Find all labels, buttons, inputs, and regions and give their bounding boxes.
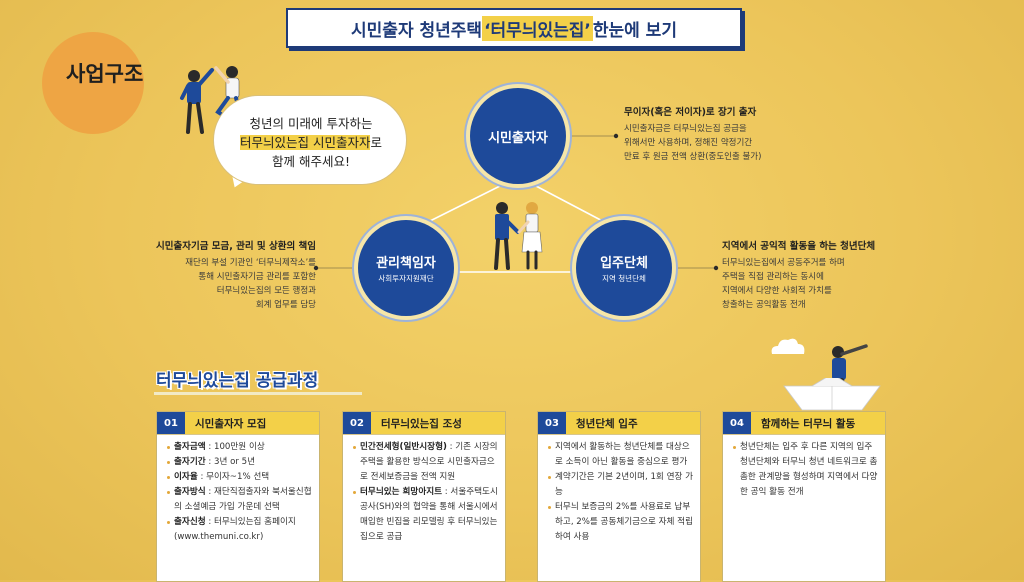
card-body: 민간전세형(일반시장형) : 기존 시장의 주택을 활용한 방식으로 시민출자금…: [343, 435, 505, 545]
citizen-info-body: 시민출자금은 터무늬있는집 공급을 위해서만 사용하며, 정해진 약정기간 만료…: [624, 122, 834, 164]
speech-bubble-text: 청년의 미래에 투자하는 터무늬있는집 시민출자자로 함께 해주세요!: [216, 114, 406, 171]
item-text: : 3년 or 5년: [205, 457, 256, 467]
citizen-info-line: 만료 후 원금 전액 상환(중도인출 불가): [624, 152, 762, 162]
bubble-line-3: 함께 해주세요!: [272, 154, 350, 169]
manager-info-title: 시민출자기금 모금, 관리 및 상환의 책임: [156, 241, 316, 252]
card-paragraph: 터무늬 보증금의 2%를 사용료로 납부하고, 2%를 공동체기금으로 자체 적…: [548, 500, 693, 545]
handshake-people-illustration: [494, 202, 543, 270]
supply-process-title: 터무늬있는집 공급과정: [156, 371, 319, 391]
supply-card-04: 04 함께하는 터무늬 활동 청년단체는 입주 후 다른 지역의 입주 청년단체…: [722, 411, 886, 582]
card-paragraph: 계약기간은 기본 2년이며, 1회 연장 가능: [548, 470, 693, 500]
card-title: 시민출자자 모집: [185, 412, 319, 434]
resident-info-body: 터무늬있는집에서 공동주거를 하며 주택을 직접 관리하는 동시에 지역에서 다…: [722, 256, 932, 312]
title-highlight: ‘터무늬있는집’: [482, 15, 593, 41]
item-label: 이자율: [174, 472, 198, 482]
item-text: : 기존 시장의 주택을 활용한 방식으로 시민출자금으로 전세보증금을 전액 …: [360, 442, 498, 482]
item-label: 출자신청: [174, 517, 206, 527]
manager-circle: 관리책임자 사회투자지원재단: [358, 220, 454, 316]
bubble-line-2: 터무늬있는집 시민출자자로: [216, 133, 406, 152]
card-list-item: 출자방식 : 재단직접출자와 북서울신협의 소셜예금 가입 가운데 선택: [167, 485, 312, 515]
manager-name: 관리책임자: [376, 256, 436, 271]
page-title: 시민출자 청년주택 ‘터무늬있는집’ 한눈에 보기: [286, 8, 742, 48]
manager-info-line: 회계 업무를 담당: [255, 300, 316, 310]
card-header: 01 시민출자자 모집: [157, 412, 319, 435]
card-paragraph: 지역에서 활동하는 청년단체를 대상으로 소득이 아닌 활동을 중심으로 평가: [548, 440, 693, 470]
card-number: 03: [538, 412, 566, 434]
card-body: 출자금액 : 100만원 이상 출자기간 : 3년 or 5년 이자율 : 무이…: [157, 435, 319, 545]
card-header: 02 터무늬있는집 조성: [343, 412, 505, 435]
item-label: 민간전세형(일반시장형): [360, 442, 447, 452]
title-text-before: 시민출자 청년주택: [351, 20, 483, 41]
citizen-info-title: 무이자(혹은 저이자)로 장기 출자: [624, 107, 757, 118]
bubble-line-1: 청년의 미래에 투자하는: [249, 116, 373, 131]
card-number: 02: [343, 412, 371, 434]
manager-sub: 사회투자지원재단: [378, 274, 434, 283]
supply-card-01: 01 시민출자자 모집 출자금액 : 100만원 이상 출자기간 : 3년 or…: [156, 411, 320, 582]
card-number: 01: [157, 412, 185, 434]
item-label: 출자금액: [174, 442, 206, 452]
resident-group-sub: 지역 청년단체: [602, 274, 646, 283]
manager-info-line: 재단의 부설 기관인 ‘터무늬제작소’를: [185, 258, 316, 268]
manager-info-body: 재단의 부설 기관인 ‘터무늬제작소’를 통해 시민출자기금 관리를 포함한 터…: [112, 256, 316, 312]
card-list-item: 출자금액 : 100만원 이상: [167, 440, 312, 455]
item-label: 출자방식: [174, 487, 206, 497]
citizen-investor-name: 시민출자자: [488, 130, 548, 146]
citizen-info-line: 위해서만 사용하며, 정해진 약정기간: [624, 138, 753, 148]
manager-info-line: 통해 시민출자기금 관리를 포함한: [198, 272, 316, 282]
item-text: : 터무늬있는집 홈페이지(www.themuni.co.kr): [174, 517, 296, 542]
resident-group-circle: 입주단체 지역 청년단체: [576, 220, 672, 316]
resident-info-line: 지역에서 다양한 사회적 가치를: [722, 286, 832, 296]
card-list-item: 출자기간 : 3년 or 5년: [167, 455, 312, 470]
resident-info-line: 터무늬있는집에서 공동주거를 하며: [722, 258, 845, 268]
citizen-info-line: 시민출자금은 터무늬있는집 공급을: [624, 124, 747, 134]
citizen-info-block: 무이자(혹은 저이자)로 장기 출자 시민출자금은 터무늬있는집 공급을 위해서…: [624, 104, 834, 164]
card-paragraph: 청년단체는 입주 후 다른 지역의 입주 청년단체와 터무늬 청년 네트워크로 …: [733, 440, 878, 500]
section-label: 사업구조: [66, 62, 144, 86]
resident-info-block: 지역에서 공익적 활동을 하는 청년단체 터무늬있는집에서 공동주거를 하며 주…: [722, 238, 932, 312]
card-list-item: 이자율 : 무이자~1% 선택: [167, 470, 312, 485]
card-title: 함께하는 터무늬 활동: [751, 412, 885, 434]
cloud-illustration: [771, 338, 805, 354]
section-circle: [42, 32, 144, 134]
card-list-item: 민간전세형(일반시장형) : 기존 시장의 주택을 활용한 방식으로 시민출자금…: [353, 440, 498, 485]
card-number: 04: [723, 412, 751, 434]
item-text: : 재단직접출자와 북서울신협의 소셜예금 가입 가운데 선택: [174, 487, 312, 512]
manager-info-line: 터무늬있는집의 모든 행정과: [216, 286, 316, 296]
item-label: 터무늬있는 희망아지트: [360, 487, 443, 497]
bubble-highlight: 터무늬있는집 시민출자자: [240, 135, 371, 150]
supply-card-02: 02 터무늬있는집 조성 민간전세형(일반시장형) : 기존 시장의 주택을 활…: [342, 411, 506, 582]
card-header: 03 청년단체 입주: [538, 412, 700, 435]
bubble-line-2-after: 로: [370, 135, 382, 150]
supply-card-03: 03 청년단체 입주 지역에서 활동하는 청년단체를 대상으로 소득이 아닌 활…: [537, 411, 701, 582]
card-title: 터무늬있는집 조성: [371, 412, 505, 434]
supply-title-underline: [154, 392, 362, 395]
high-five-people-illustration: [180, 66, 244, 134]
card-header: 04 함께하는 터무늬 활동: [723, 412, 885, 435]
resident-group-name: 입주단체: [600, 256, 648, 271]
citizen-investor-circle: 시민출자자: [470, 88, 566, 184]
paper-boat-illustration: [783, 378, 881, 411]
resident-info-line: 주택을 직접 관리하는 동시에: [722, 272, 824, 282]
item-text: : 100만원 이상: [205, 442, 265, 452]
card-body: 지역에서 활동하는 청년단체를 대상으로 소득이 아닌 활동을 중심으로 평가 …: [538, 435, 700, 545]
item-text: : 무이자~1% 선택: [197, 472, 270, 482]
manager-info-block: 시민출자기금 모금, 관리 및 상환의 책임 재단의 부설 기관인 ‘터무늬제작…: [112, 238, 316, 312]
item-text: : 서울주택도시공사(SH)와의 협약을 통해 서울시에서 매입한 빈집을 리모…: [360, 487, 498, 542]
title-text-after: 한눈에 보기: [592, 20, 677, 41]
card-title: 청년단체 입주: [566, 412, 700, 434]
card-body: 청년단체는 입주 후 다른 지역의 입주 청년단체와 터무늬 청년 네트워크로 …: [723, 435, 885, 500]
resident-info-line: 창출하는 공익활동 전개: [722, 300, 806, 310]
item-label: 출자기간: [174, 457, 206, 467]
resident-info-title: 지역에서 공익적 활동을 하는 청년단체: [722, 241, 876, 252]
card-list-item: 출자신청 : 터무늬있는집 홈페이지(www.themuni.co.kr): [167, 515, 312, 545]
card-list-item: 터무늬있는 희망아지트 : 서울주택도시공사(SH)와의 협약을 통해 서울시에…: [353, 485, 498, 545]
